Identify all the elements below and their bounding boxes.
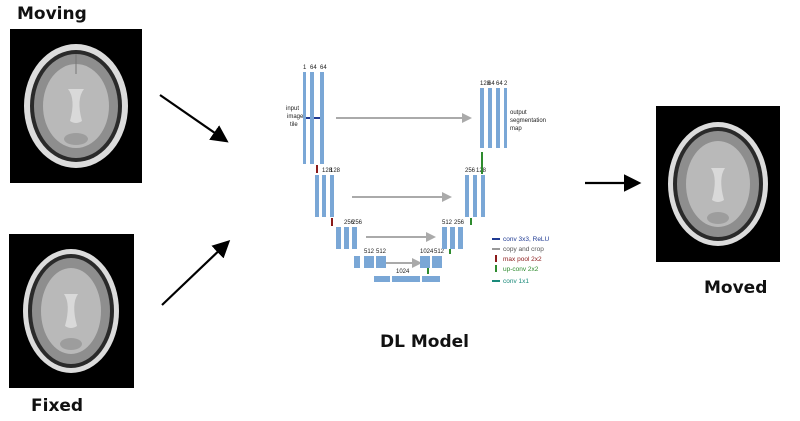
legend-item: max pool 2x2	[503, 256, 542, 263]
legend-item: copy and crop	[503, 246, 544, 253]
input-text-1: input	[286, 106, 299, 112]
unet-diagram: 1 64 64 input image tile 128 128 256 256…	[286, 65, 550, 285]
channel-label: 512	[442, 220, 453, 226]
fixed-to-model-arrow	[161, 239, 231, 306]
feature-map	[473, 175, 477, 217]
channel-label: 64	[496, 81, 503, 87]
fixed-brain-image	[9, 234, 134, 388]
channel-label: 256	[454, 220, 465, 226]
moving-label: Moving	[17, 4, 87, 24]
moved-brain-image	[656, 106, 780, 262]
moving-brain-image	[10, 29, 142, 183]
channel-label: 512	[376, 249, 387, 255]
output-text-2: segmentation	[510, 118, 546, 124]
legend-item: conv 3x3, ReLU	[503, 236, 550, 243]
unet-legend: conv 3x3, ReLU copy and crop max pool 2x…	[492, 236, 550, 285]
feature-map	[481, 175, 485, 217]
channel-label: 1024	[396, 269, 410, 275]
feature-map	[354, 256, 360, 268]
channel-label: 1	[303, 65, 307, 71]
feature-map	[303, 72, 306, 164]
feature-map	[336, 227, 341, 249]
feature-map	[450, 227, 455, 249]
feature-map	[315, 175, 319, 217]
channel-label: 512	[364, 249, 375, 255]
moving-to-model-arrow	[159, 94, 229, 143]
model-label: DL Model	[380, 332, 469, 352]
fixed-label: Fixed	[31, 396, 84, 416]
feature-map	[488, 88, 492, 148]
feature-map	[310, 72, 314, 164]
feature-map	[330, 175, 334, 217]
channel-label: 64	[310, 65, 317, 71]
channel-label: 512	[434, 249, 445, 255]
feature-map	[392, 276, 420, 282]
feature-map	[422, 276, 440, 282]
feature-map	[374, 276, 390, 282]
channel-label: 128	[480, 81, 491, 87]
feature-map	[496, 88, 500, 148]
input-text-2: image	[287, 114, 304, 120]
channel-label: 64	[320, 65, 327, 71]
feature-map	[352, 227, 357, 249]
channel-label: 128	[322, 168, 333, 174]
feature-map	[465, 175, 469, 217]
feature-map	[480, 88, 484, 148]
output-text-1: output	[510, 110, 527, 116]
feature-map	[420, 256, 430, 268]
feature-map	[320, 72, 324, 164]
legend-item: conv 1x1	[503, 278, 529, 285]
output-text-3: map	[510, 126, 522, 132]
channel-label: 256	[344, 220, 355, 226]
channel-label: 256	[465, 168, 476, 174]
moved-label: Moved	[704, 278, 768, 298]
feature-map	[322, 175, 326, 217]
legend-item: up-conv 2x2	[503, 266, 539, 273]
feature-map	[364, 256, 374, 268]
feature-map	[376, 256, 386, 268]
channel-label: 256	[352, 220, 363, 226]
channel-label: 2	[504, 81, 508, 87]
feature-map	[344, 227, 349, 249]
channel-label: 64	[488, 81, 495, 87]
channel-label: 128	[330, 168, 341, 174]
feature-map	[442, 227, 447, 249]
feature-map	[458, 227, 463, 249]
feature-map	[432, 256, 442, 268]
channel-label: 1024	[420, 249, 434, 255]
input-text-3: tile	[290, 122, 298, 128]
feature-map	[504, 88, 507, 148]
